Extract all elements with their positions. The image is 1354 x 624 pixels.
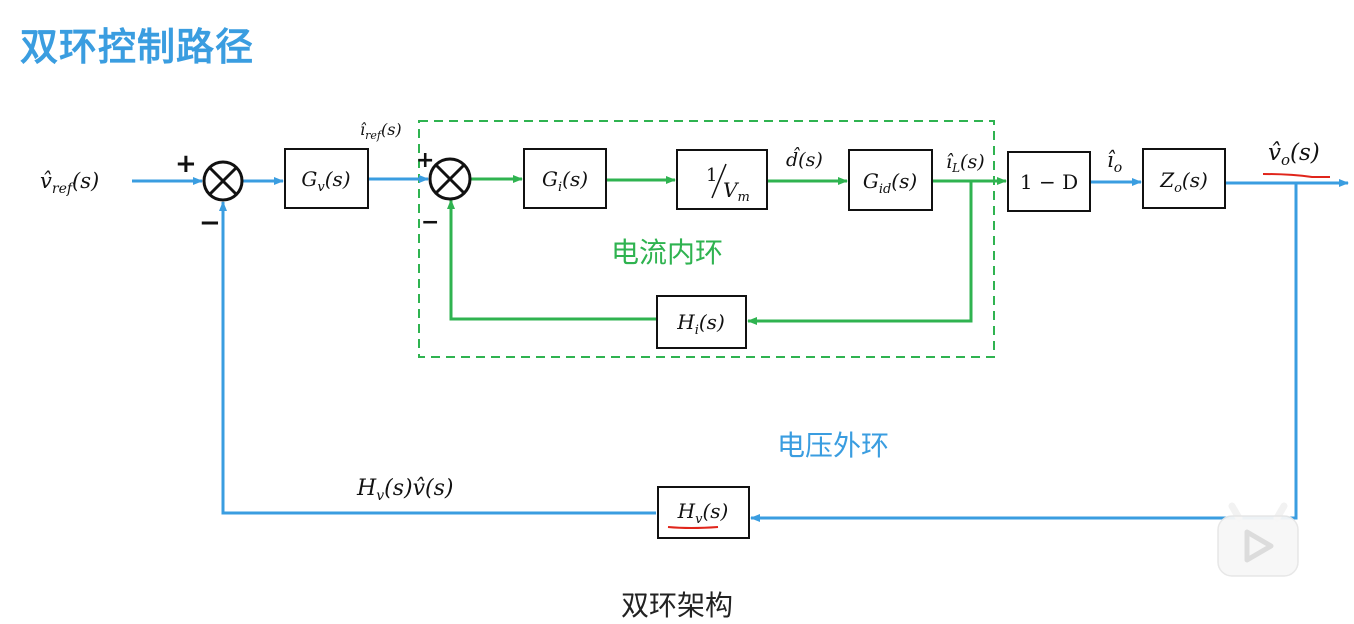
block-zo: Zo(s) [1142, 148, 1226, 209]
diagram-caption: 双环架构 [620, 589, 733, 622]
inner-feedback-line-right [747, 181, 973, 325]
svg-text:Hi(s): Hi(s) [676, 310, 725, 338]
label-i-ref: îref(s) [360, 120, 402, 142]
svg-text:Gid(s): Gid(s) [863, 169, 917, 197]
label-v-ref: v̂ref(s) [40, 169, 99, 197]
inner-loop-label: 电流内环 [611, 236, 723, 269]
block-1-minus-d: 1 − D [1007, 151, 1091, 212]
label-v-o: v̂o(s) [1268, 140, 1320, 169]
svg-text:1: 1 [706, 165, 717, 186]
sum-inner-minus-sign: − [421, 210, 439, 235]
outer-feedback-line-right [750, 183, 1298, 522]
block-hv: Hv(s) [657, 486, 750, 539]
outer-loop-label: 电压外环 [777, 429, 889, 462]
block-gi: Gi(s) [523, 148, 607, 209]
label-d: d̂(s) [786, 146, 823, 171]
page-title: 双环控制路径 [20, 25, 255, 69]
label-i-o: îo [1107, 148, 1122, 176]
hv-red-underline [667, 526, 719, 529]
label-i-L: îL(s) [946, 151, 985, 175]
svg-text:Vm: Vm [723, 178, 750, 205]
outer-feedback-line-left [219, 201, 656, 515]
svg-text:Zo(s): Zo(s) [1159, 168, 1208, 196]
svg-text:Gi(s): Gi(s) [542, 167, 588, 195]
block-1-over-vm: 1 Vm [676, 149, 768, 210]
svg-text:Hv(s): Hv(s) [677, 499, 729, 527]
summing-junction-outer [202, 160, 244, 202]
label-feedback-signal: Hv(s)v̂(s) [356, 476, 453, 504]
sum-outer-minus-sign: − [199, 208, 221, 238]
tv-play-icon [1217, 502, 1299, 577]
inner-feedback-line-left [447, 199, 656, 321]
block-gv: Gv(s) [284, 148, 369, 209]
video-play-badge[interactable] [1217, 502, 1299, 578]
sum-inner-plus-sign: + [416, 148, 434, 173]
vo-red-underline [1262, 173, 1330, 178]
sum-outer-plus-sign: + [175, 149, 197, 179]
block-hi: Hi(s) [656, 295, 747, 349]
summing-junction-inner [428, 157, 472, 201]
block-gid: Gid(s) [848, 149, 933, 211]
svg-text:Gv(s): Gv(s) [301, 167, 350, 195]
svg-text:1 − D: 1 − D [1020, 170, 1078, 194]
inner-loop-boundary [418, 120, 995, 358]
